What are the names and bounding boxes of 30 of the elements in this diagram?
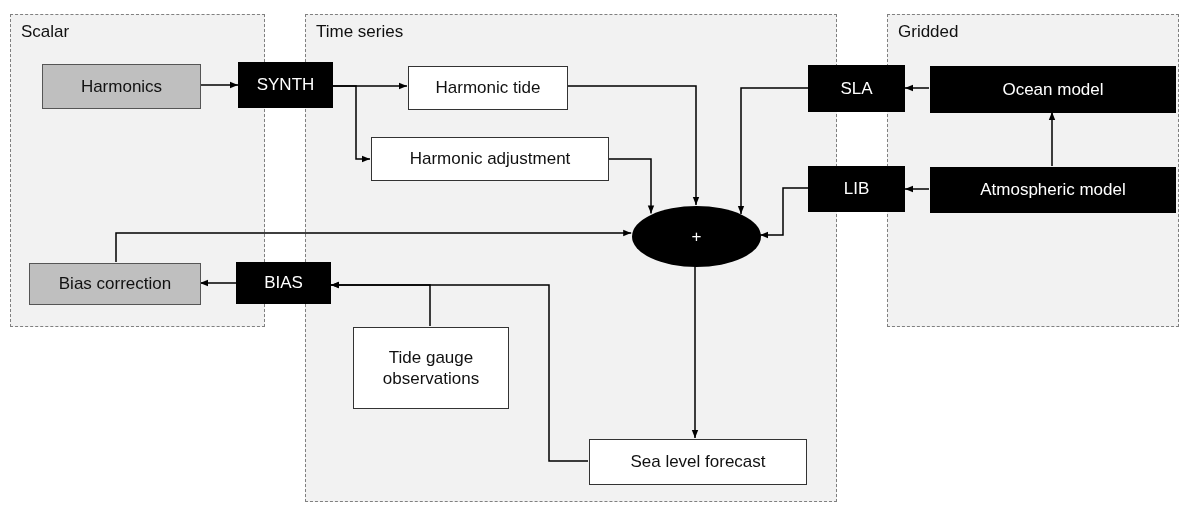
arrow xyxy=(199,81,239,89)
arrow xyxy=(566,85,700,206)
arrow xyxy=(759,187,809,239)
model-box: Atmospheric model xyxy=(930,167,1176,213)
arrow xyxy=(115,229,632,263)
data-box: Sea level forecast xyxy=(589,439,807,485)
arrow xyxy=(332,85,371,163)
data-box: Tide gauge observations xyxy=(353,327,509,409)
input-box: Harmonics xyxy=(42,64,201,109)
arrow xyxy=(691,265,699,439)
operator-label: + xyxy=(691,225,702,248)
data-box: Harmonic tide xyxy=(408,66,568,110)
group-title: Scalar xyxy=(21,21,70,43)
arrow xyxy=(199,279,237,287)
arrow xyxy=(904,185,930,193)
group-title: Gridded xyxy=(898,21,959,43)
arrow xyxy=(607,158,655,215)
process-box: LIB xyxy=(808,166,905,212)
arrow xyxy=(330,281,431,327)
process-box: SYNTH xyxy=(238,62,333,108)
group-panel xyxy=(887,14,1179,327)
group-title: Time series xyxy=(316,21,404,43)
process-box: SLA xyxy=(808,65,905,112)
arrow xyxy=(737,87,809,215)
arrow xyxy=(904,84,930,92)
input-box: Bias correction xyxy=(29,263,201,305)
process-box: BIAS xyxy=(236,262,331,304)
data-box: Harmonic adjustment xyxy=(371,137,609,181)
model-box: Ocean model xyxy=(930,66,1176,113)
arrow xyxy=(1048,111,1056,167)
